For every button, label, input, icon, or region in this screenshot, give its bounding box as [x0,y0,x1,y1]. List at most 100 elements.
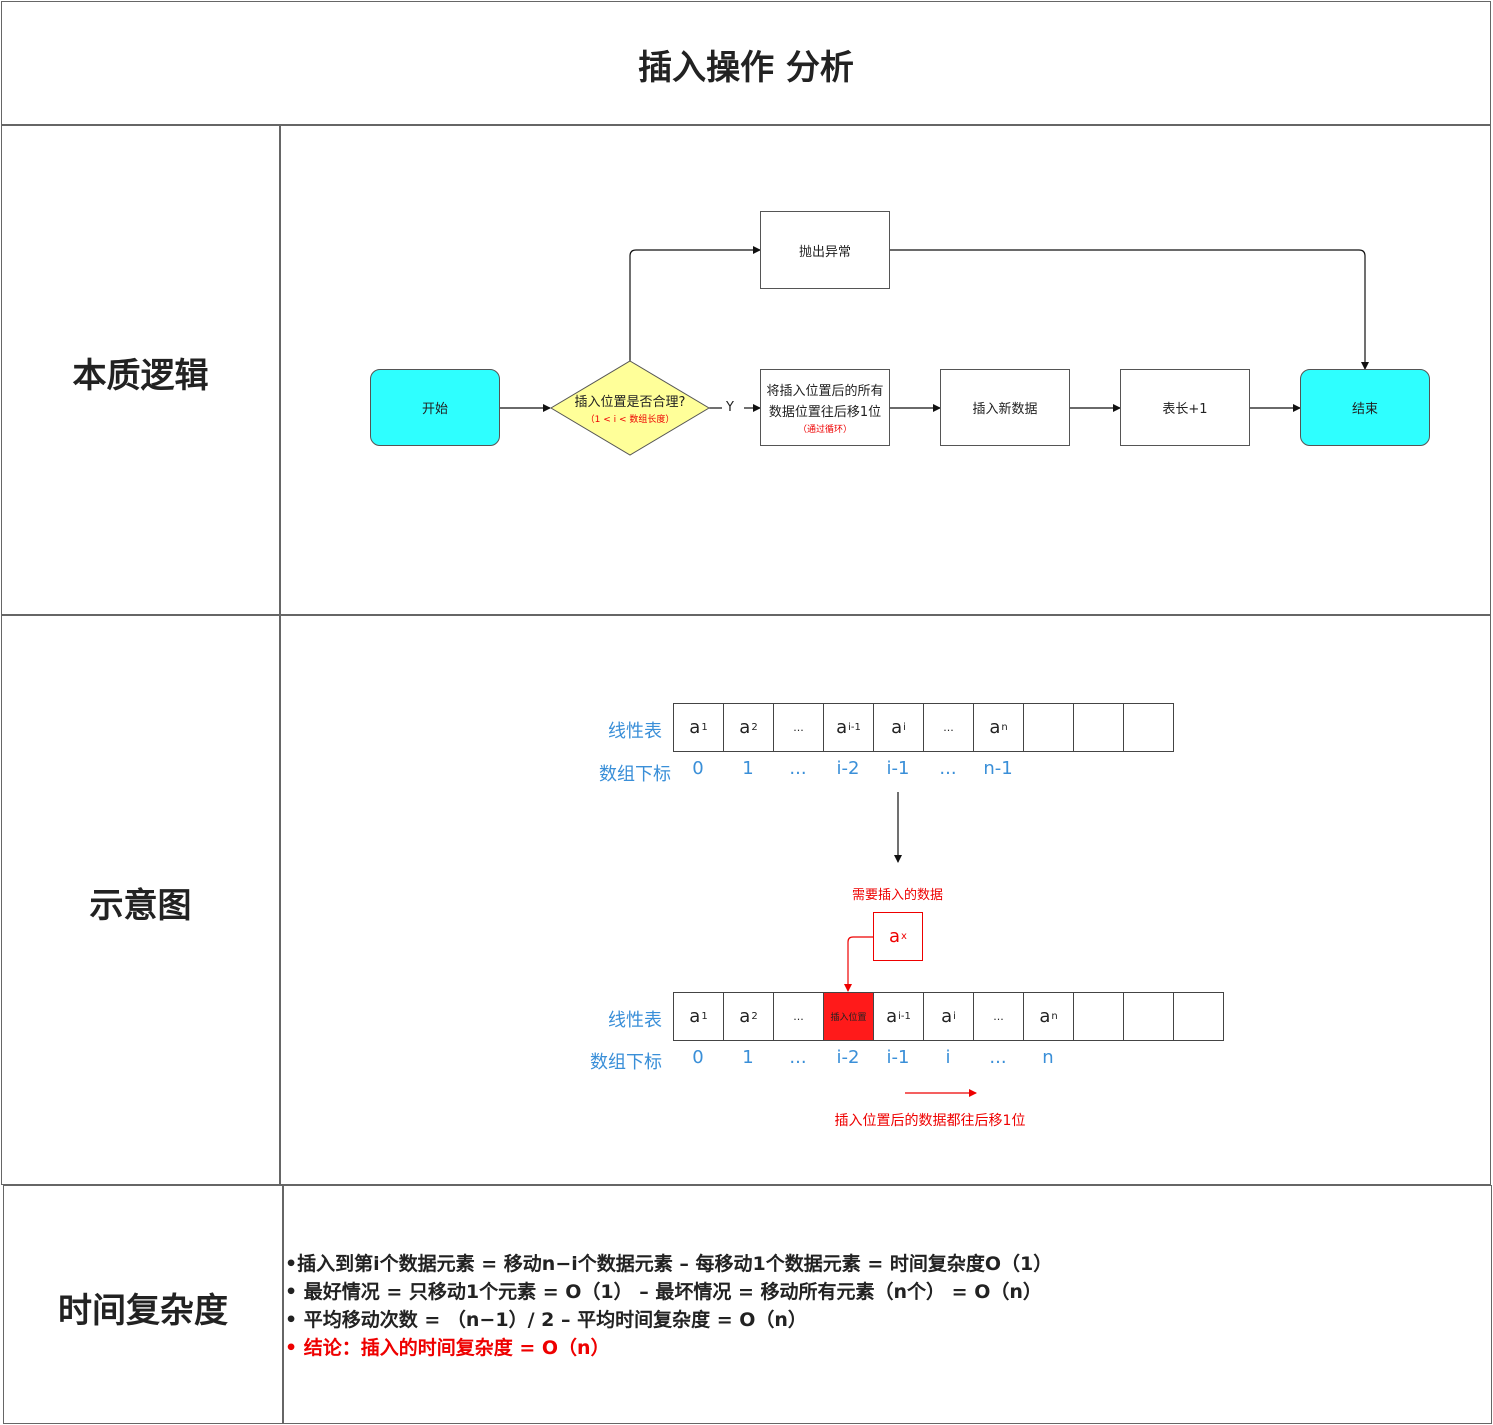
array1-index-label: 数组下标 [599,764,671,785]
complexity-label-cell [3,1185,283,1424]
shift-note-label: 插入位置后的数据都往后移1位 [834,1113,1026,1129]
cell-value: ... [993,1010,1004,1023]
array-cell [1073,703,1124,752]
shift-note: （通过循环） [797,425,852,435]
array-cell [1173,992,1224,1041]
insert-label: 插入新数据 [972,402,1038,417]
cell-value: ... [793,1010,804,1023]
complexity-row-label: 时间复杂度 [58,1291,228,1331]
index-value: i-2 [836,1047,860,1068]
array-cell [1123,992,1174,1041]
complexity-conclusion: • 结论：插入的时间复杂度 = O（n） [285,1337,610,1359]
title-frame [1,1,1491,125]
index-value: i [945,1047,951,1068]
insert-node: 插入新数据 [940,369,1070,446]
length-label: 表长+1 [1162,402,1208,417]
array-cell: 插入位置 [823,992,874,1041]
index-value: i-1 [886,758,910,779]
page-title: 插入操作 分析 [638,48,854,88]
new-data-label: 需要插入的数据 [851,888,943,903]
array-cell [1123,703,1174,752]
shift-line2: 数据位置往后移1位 [768,405,882,420]
decision-node: 插入位置是否合理? （1 < i < 数组长度） [556,382,704,434]
index-value: n-1 [983,758,1013,779]
complexity-content-cell [283,1185,1492,1424]
array2-label: 线性表 [608,1010,662,1031]
index-value: 1 [742,1047,754,1068]
index-value: i-2 [836,758,860,779]
new-data-base: a [889,926,901,947]
complexity-line-3: • 平均移动次数 = （n−1）/ 2 – 平均时间复杂度 = O（n） [285,1309,807,1331]
index-value: ... [789,758,807,779]
cell-value: ... [943,721,954,734]
logic-content-cell [280,125,1491,615]
length-node: 表长+1 [1120,369,1250,446]
diagram-content-cell [280,615,1491,1185]
array1-indices: 0 1... i-2 i-1... n-1 [673,758,1173,782]
cell-value: ... [793,721,804,734]
flow-connectors [500,246,1369,456]
array-cell: ... [973,992,1024,1041]
cell-subscript: i [903,722,906,733]
cell-subscript: 2 [751,722,758,733]
end-node: 结束 [1300,369,1430,446]
array-cell: ... [773,992,824,1041]
cell-value: 插入位置 [830,1013,867,1023]
index-value: 0 [692,1047,704,1068]
throw-exception-node: 抛出异常 [760,211,890,289]
index-value: ... [789,1047,807,1068]
new-data-sub: x [901,931,907,942]
end-label: 结束 [1351,402,1378,417]
array-cell: ... [773,703,824,752]
throw-label: 抛出异常 [798,244,851,260]
array-cell [1023,703,1074,752]
diagram-connectors [844,792,977,1097]
shift-line1: 将插入位置后的所有 [766,384,884,399]
shift-data-node: 将插入位置后的所有 数据位置往后移1位 （通过循环） [760,369,890,446]
cell-value: a [689,1006,701,1027]
cell-value: a [1039,1006,1051,1027]
logic-row-label: 本质逻辑 [72,356,209,396]
cell-value: a [989,717,1001,738]
yes-label: Y [726,400,734,415]
cell-subscript: n [1051,1011,1058,1022]
cell-value: a [739,1006,751,1027]
array2-index-label: 数组下标 [590,1052,662,1073]
cell-value: a [941,1006,953,1027]
cell-value: a [891,717,903,738]
array-cell [1073,992,1124,1041]
complexity-text: •插入到第i个数据元素 = 移动n−i个数据元素 – 每移动1个数据元素 = 时… [285,1250,1485,1362]
cell-value: a [886,1006,898,1027]
cell-subscript: n [1001,722,1008,733]
index-value: 1 [742,758,754,779]
cell-subscript: i [953,1011,956,1022]
array1-label: 线性表 [608,721,662,742]
cell-subscript: 1 [701,1011,708,1022]
index-value: ... [939,758,957,779]
cell-value: a [689,717,701,738]
index-value: 0 [692,758,704,779]
diagram-row-label: 示意图 [89,886,192,926]
start-label: 开始 [421,402,448,417]
decision-label: 插入位置是否合理? [574,395,686,410]
complexity-line-2: • 最好情况 = 只移动1个元素 = O（1） – 最坏情况 = 移动所有元素（… [285,1281,1042,1303]
index-value: n [1042,1047,1054,1068]
cell-value: a [739,717,751,738]
cell-subscript: 1 [701,722,708,733]
cell-value: a [836,717,848,738]
complexity-line-1: •插入到第i个数据元素 = 移动n−i个数据元素 – 每移动1个数据元素 = 时… [285,1253,1053,1275]
cell-subscript: 2 [751,1011,758,1022]
logic-label-cell [1,125,280,615]
